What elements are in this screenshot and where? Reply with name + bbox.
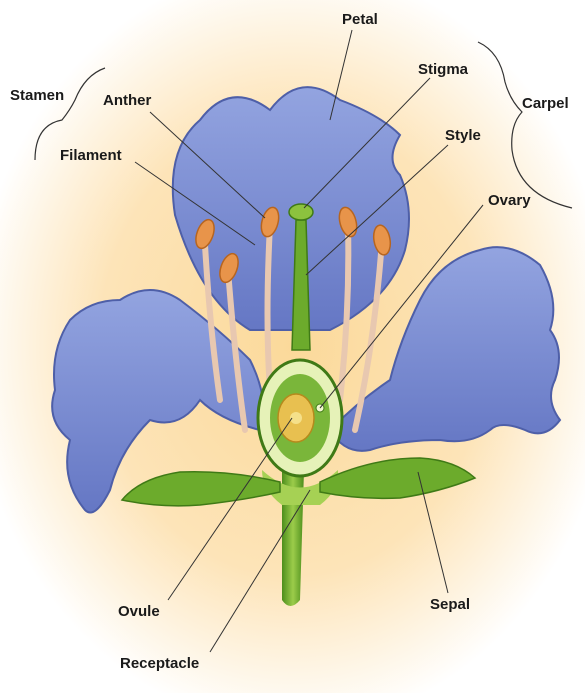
label-anther: Anther <box>103 93 151 108</box>
label-stamen: Stamen <box>10 88 64 103</box>
label-sepal: Sepal <box>430 597 470 612</box>
label-filament: Filament <box>60 148 122 163</box>
label-stigma: Stigma <box>418 62 468 77</box>
label-ovule: Ovule <box>118 604 160 619</box>
label-receptacle: Receptacle <box>120 656 199 671</box>
label-petal: Petal <box>342 12 378 27</box>
label-style: Style <box>445 128 481 143</box>
style <box>292 220 310 350</box>
stigma <box>289 204 313 220</box>
label-carpel: Carpel <box>522 96 569 111</box>
label-ovary: Ovary <box>488 193 531 208</box>
